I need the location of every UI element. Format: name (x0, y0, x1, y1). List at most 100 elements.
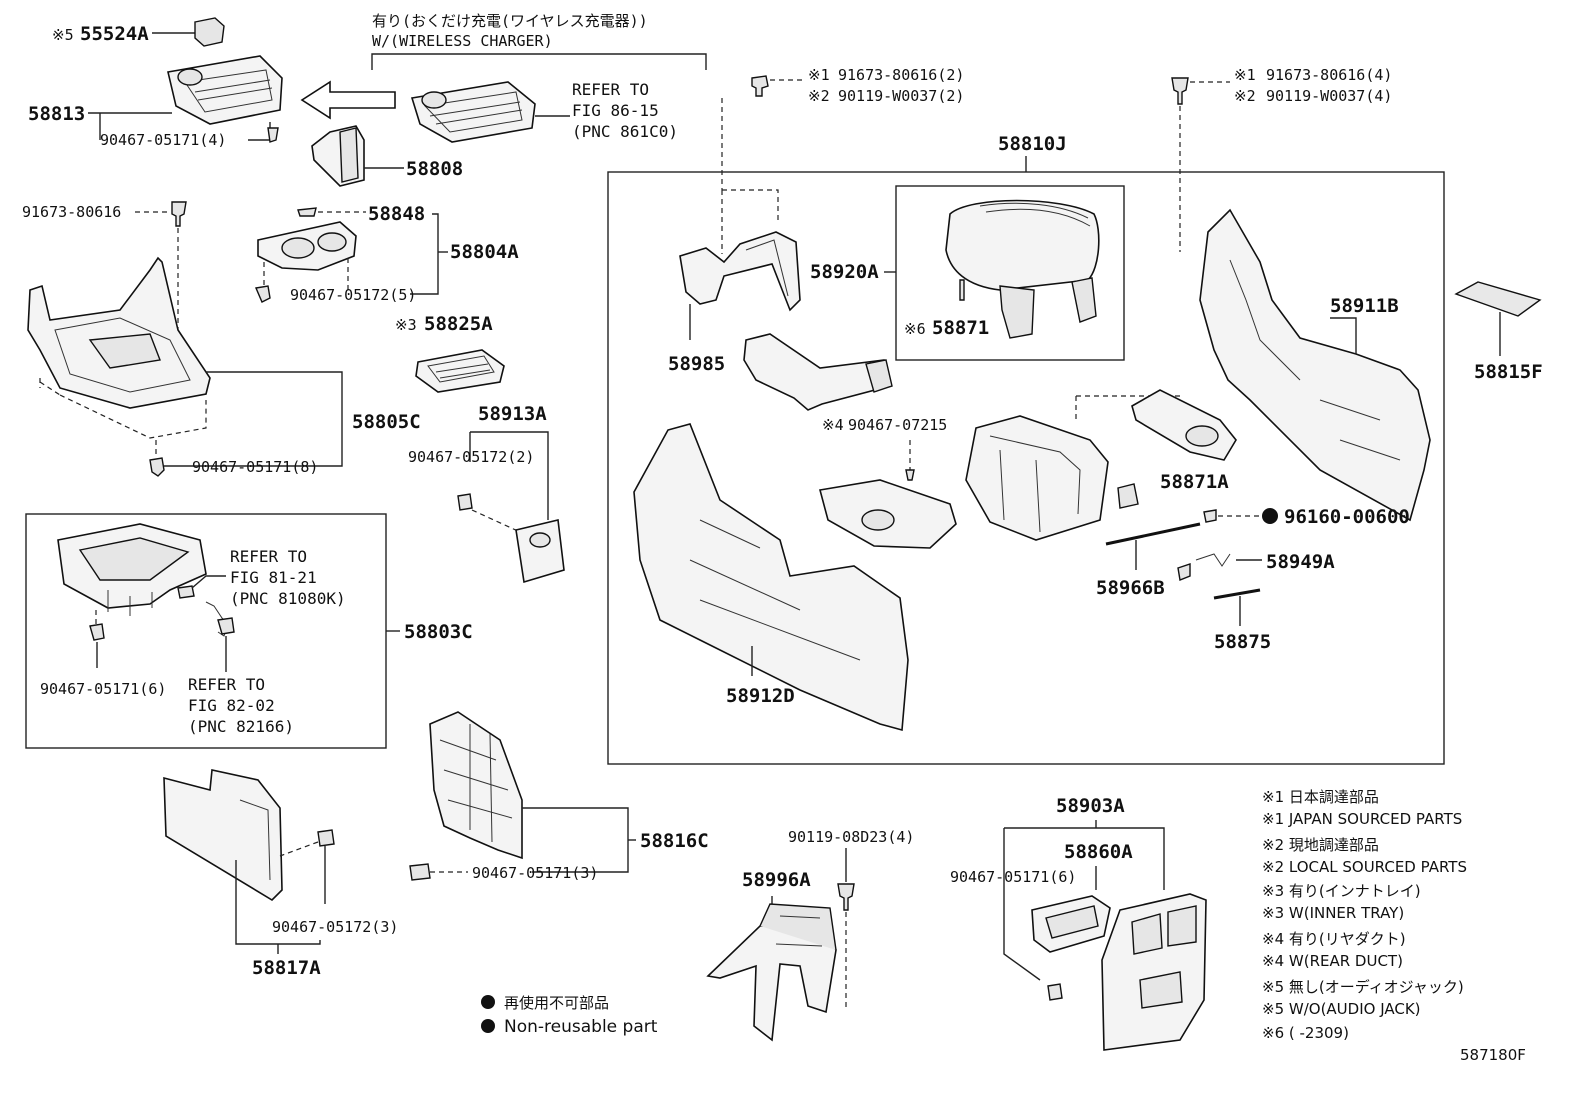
part-label-55524a[interactable]: 55524A (80, 23, 149, 45)
part-label-58816c[interactable]: 58816C (640, 830, 709, 852)
part-label-96160[interactable]: 96160-00600 (1284, 506, 1410, 528)
part-label-58996a[interactable]: 58996A (742, 869, 811, 891)
non-reusable-dot-icon (1262, 508, 1278, 524)
part-58803c-illustration (57, 523, 207, 616)
box-58920a (895, 185, 1125, 361)
part-label-58911b[interactable]: 58911B (1330, 295, 1399, 317)
group-top-bolts: ※1 91673-80616(2) ※2 90119-W0037(2) ※1 9… (721, 66, 1392, 190)
part-label-58949a[interactable]: 58949A (1266, 551, 1335, 573)
wireless-charger-note-jp: 有り(おくだけ充電(ワイヤレス充電器)) (372, 12, 648, 30)
group-58805c: 91673-80616 58805C 90467-05171(8) (22, 201, 421, 477)
part-label-58860a[interactable]: 58860A (1064, 841, 1133, 863)
part-58817a-illustration (163, 769, 283, 902)
part-label-58913a[interactable]: 58913A (478, 403, 547, 425)
note-mark-top-1: ※1 (808, 66, 830, 84)
bolt-label-58803c[interactable]: 90467-05171(6) (40, 680, 166, 698)
bolt-label-top-2[interactable]: 90119-W0037(2) (838, 87, 964, 105)
note-line: ※3 有り(インナトレイ) (1262, 882, 1421, 900)
part-58815f-illustration (1454, 281, 1542, 317)
ref-label-fig86-line3[interactable]: (PNC 861C0) (572, 122, 678, 141)
ref-label-fig81-line3[interactable]: (PNC 81080K) (230, 589, 346, 608)
bolt-label-08d23[interactable]: 90119-08D23(4) (788, 828, 914, 846)
part-label-58920a[interactable]: 58920A (810, 261, 879, 283)
group-58816c: 58816C 90467-05171(3) (409, 711, 709, 882)
figure-id: 587180F (1460, 1046, 1526, 1064)
part-58913a-illustration (515, 519, 565, 584)
part-58912d-illustration (633, 423, 909, 732)
bolt-label-top-1[interactable]: 91673-80616(2) (838, 66, 964, 84)
part-label-58848[interactable]: 58848 (368, 203, 425, 225)
part-label-58803c[interactable]: 58803C (404, 621, 473, 643)
bolt-label-07215[interactable]: 90467-07215 (848, 416, 947, 434)
box-58810j (607, 171, 1445, 765)
part-58875-illustration (1213, 588, 1261, 600)
part-label-58871a[interactable]: 58871A (1160, 471, 1229, 493)
part-58808-illustration (311, 125, 365, 187)
part-label-58903a[interactable]: 58903A (1056, 795, 1125, 817)
note-mark-07215: ※4 (822, 416, 844, 434)
bolt-label-58816c[interactable]: 90467-05171(3) (472, 864, 598, 882)
group-58810j: 58810J 58985 58920A ※6 58871 (607, 106, 1445, 765)
legend: 再使用不可部品 Non-reusable part (481, 994, 658, 1037)
part-label-58871[interactable]: 58871 (932, 317, 989, 339)
part-58813-illustration (167, 55, 283, 125)
note-mark-top-right-2: ※2 (1234, 87, 1256, 105)
group-58996a: 90119-08D23(4) 58996A (706, 828, 914, 1042)
part-label-58825a[interactable]: 58825A (424, 313, 493, 335)
part-58985-illustration (679, 231, 801, 312)
bolt-label-58805c[interactable]: 90467-05171(8) (192, 458, 318, 476)
part-58949a-illustration (1177, 553, 1231, 581)
ref-label-fig82-line1[interactable]: REFER TO (188, 675, 265, 694)
rear-duct-illustration (743, 333, 893, 411)
ref-label-fig82-line3[interactable]: (PNC 82166) (188, 717, 294, 736)
ref-label-fig81-line2[interactable]: FIG 81-21 (230, 568, 317, 587)
note-mark-top-2: ※2 (808, 87, 830, 105)
bolt-label-58903a[interactable]: 90467-05171(6) (950, 868, 1076, 886)
part-58911b-illustration (1199, 208, 1431, 522)
part-58860a-illustration (1031, 895, 1111, 953)
part-label-58815f[interactable]: 58815F (1474, 361, 1543, 383)
bolt-label-top-right-2[interactable]: 90119-W0037(4) (1266, 87, 1392, 105)
group-58804a: 58848 58804A 90467-05172(5) ※3 58825A (255, 203, 519, 393)
bolt-label-top-right-1[interactable]: 91673-80616(4) (1266, 66, 1392, 84)
bolt-label-58913a[interactable]: 90467-05172(2) (408, 448, 534, 466)
ref-label-fig82-line2[interactable]: FIG 82-02 (188, 696, 275, 715)
part-label-58813[interactable]: 58813 (28, 103, 85, 125)
part-label-58912d[interactable]: 58912D (726, 685, 795, 707)
part-label-58808[interactable]: 58808 (406, 158, 463, 180)
group-58803c: 90467-05171(6) REFER TO FIG 81-21 (PNC 8… (25, 513, 473, 749)
part-label-58810j[interactable]: 58810J (998, 133, 1067, 155)
group-58813: ※5 55524A 58813 90467-05171(4) 有り(おくだけ充電… (28, 12, 707, 187)
group-58815f: 58815F (1454, 281, 1543, 383)
part-label-58805c[interactable]: 58805C (352, 411, 421, 433)
part-55524a-illustration (194, 17, 225, 47)
legend-label-en: Non-reusable part (504, 1017, 658, 1037)
rear-tray-illustration (819, 479, 957, 549)
note-line: ※1 JAPAN SOURCED PARTS (1262, 810, 1462, 828)
bolt-label-58817a[interactable]: 90467-05172(3) (272, 918, 398, 936)
part-label-58985[interactable]: 58985 (668, 353, 725, 375)
bolt-label-58813[interactable]: 90467-05171(4) (100, 131, 226, 149)
note-line: ※2 LOCAL SOURCED PARTS (1262, 858, 1467, 876)
part-label-58875[interactable]: 58875 (1214, 631, 1271, 653)
note-mark-55524a: ※5 (52, 26, 74, 44)
note-line: ※5 W/O(AUDIO JACK) (1262, 1000, 1421, 1018)
part-label-58804a[interactable]: 58804A (450, 241, 519, 263)
note-mark-58825a: ※3 (395, 316, 417, 334)
group-58913a: 58913A 90467-05172(2) (408, 403, 565, 584)
part-58903a-illustration (1101, 893, 1207, 1051)
bolt-label-91673[interactable]: 91673-80616 (22, 203, 121, 221)
notes-block: ※1 日本調達部品 ※1 JAPAN SOURCED PARTS ※2 現地調達… (1262, 788, 1467, 1042)
ref-label-fig81-line1[interactable]: REFER TO (230, 547, 307, 566)
part-label-58817a[interactable]: 58817A (252, 957, 321, 979)
part-58805c-illustration (27, 256, 211, 439)
note-line: ※4 有り(リヤダクト) (1262, 930, 1406, 948)
part-label-58966b[interactable]: 58966B (1096, 577, 1165, 599)
ref-label-fig86-line2[interactable]: FIG 86-15 (572, 101, 659, 120)
part-58825a-illustration (415, 349, 505, 393)
ref-label-fig86-line1[interactable]: REFER TO (572, 80, 649, 99)
bolt-label-58804a[interactable]: 90467-05172(5) (290, 286, 416, 304)
note-line: ※5 無し(オーディオジャック) (1262, 978, 1464, 996)
note-mark-58871: ※6 (904, 320, 926, 338)
non-reusable-dot-icon (481, 995, 495, 1009)
